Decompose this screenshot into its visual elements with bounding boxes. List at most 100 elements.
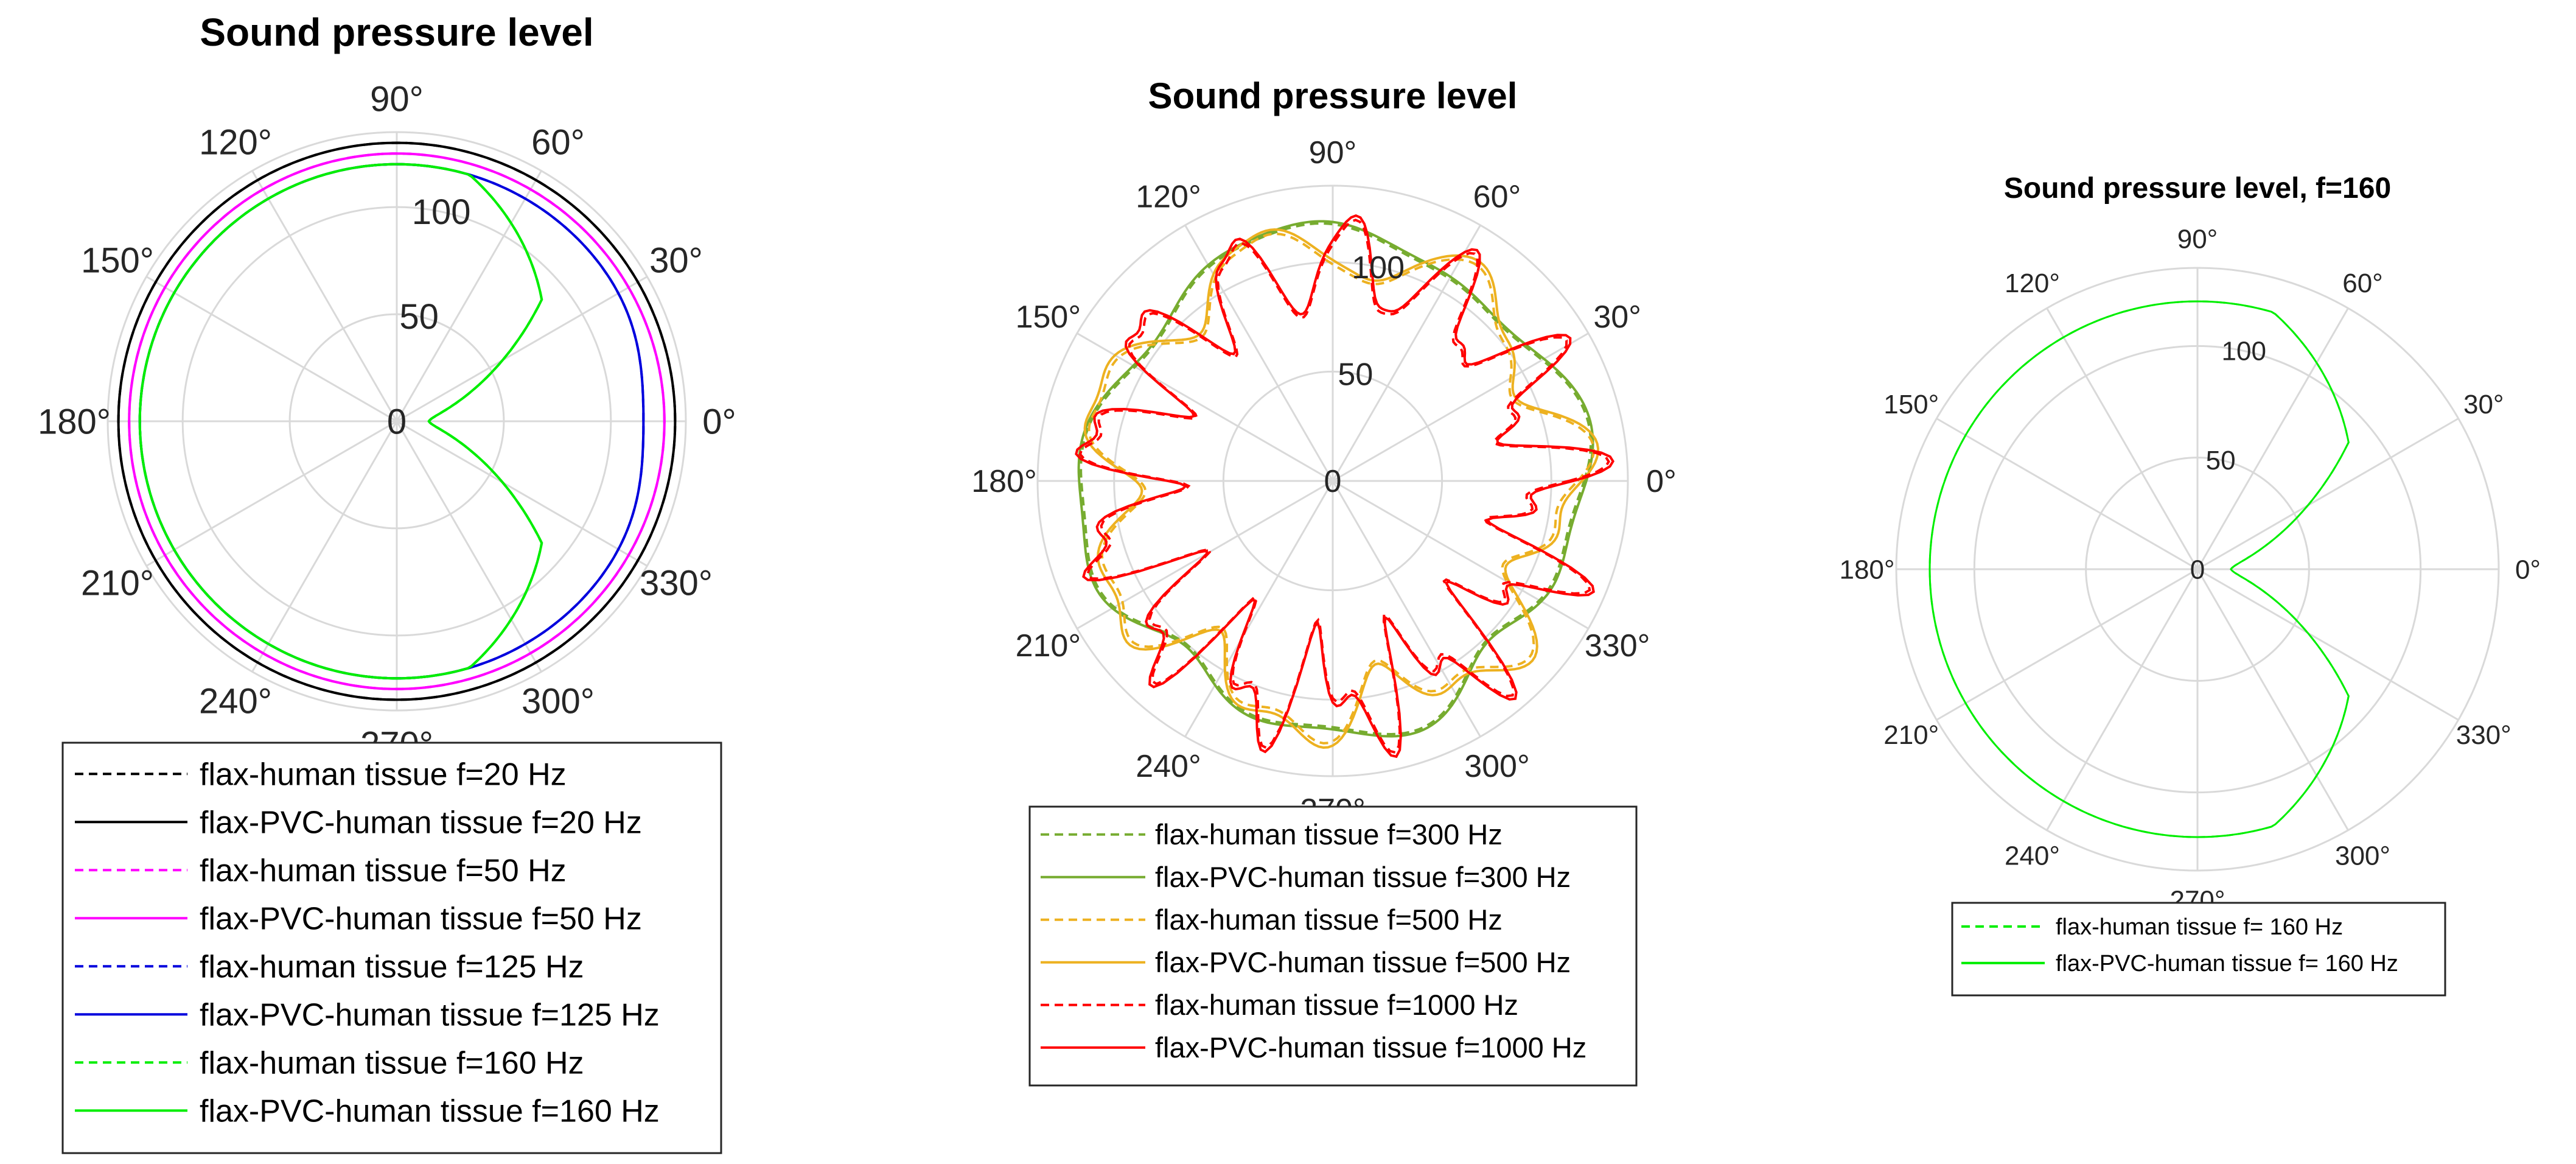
legend-item: flax-human tissue f= 160 Hz: [1961, 914, 2343, 940]
series-line: [1929, 300, 2350, 838]
polar-chart-2: Sound pressure level0501000°30°60°90°120…: [971, 75, 1677, 1087]
grid-spoke: [1332, 225, 1481, 482]
grid-spoke: [396, 421, 542, 673]
r-tick-label: 50: [1338, 357, 1373, 392]
grid-spoke: [396, 420, 648, 567]
grid-spoke: [145, 276, 397, 422]
legend-item: flax-PVC-human tissue f=300 Hz: [1041, 861, 1571, 893]
legend-item: flax-human tissue f=125 Hz: [75, 949, 584, 984]
grid-spoke: [2196, 307, 2349, 570]
grid-spoke: [1936, 418, 2198, 570]
theta-tick-label: 90°: [2177, 224, 2218, 254]
theta-tick-label: 300°: [2335, 841, 2390, 871]
grid-spoke: [1332, 480, 1589, 629]
legend-label: flax-human tissue f=20 Hz: [200, 757, 567, 792]
legend: flax-human tissue f=300 Hz flax-PVC-human…: [1028, 805, 1638, 1087]
series-line: [1077, 220, 1594, 738]
theta-tick-label: 30°: [649, 240, 703, 280]
series-line: [138, 163, 543, 680]
legend-label: flax-human tissue f=125 Hz: [200, 949, 584, 984]
theta-tick-label: 240°: [199, 681, 272, 721]
grid-spoke: [251, 170, 398, 422]
theta-tick-label: 210°: [81, 563, 154, 603]
legend-item: flax-PVC-human tissue f=50 Hz: [75, 901, 642, 936]
grid-spoke: [145, 420, 397, 567]
theta-tick-label: 30°: [2463, 390, 2504, 419]
theta-tick-label: 240°: [2005, 841, 2060, 871]
polar-grid: [1895, 267, 2500, 872]
legend-label: flax-PVC-human tissue f=125 Hz: [200, 997, 660, 1033]
legend-item: flax-PVC-human tissue f=1000 Hz: [1041, 1031, 1586, 1064]
theta-tick-label: 0°: [702, 402, 736, 441]
r-tick-label: 100: [1352, 250, 1405, 286]
legend-label: flax-PVC-human tissue f=160 Hz: [200, 1093, 660, 1129]
theta-tick-label: 330°: [640, 563, 713, 603]
legend-box: [1028, 805, 1638, 1087]
legend-label: flax-PVC-human tissue f=50 Hz: [200, 901, 642, 936]
legend-box: [1951, 902, 2446, 997]
legend-label: flax-PVC-human tissue f= 160 Hz: [2056, 951, 2398, 976]
legend-label: flax-human tissue f=160 Hz: [200, 1045, 584, 1081]
theta-tick-label: 180°: [1839, 555, 1894, 584]
series-line: [1075, 214, 1614, 759]
chart-title: Sound pressure level: [200, 10, 593, 54]
r-tick-label: 0: [387, 402, 407, 441]
legend-item: flax-PVC-human tissue f=160 Hz: [75, 1093, 660, 1129]
r-tick-label: 50: [2206, 446, 2236, 475]
legend-label: flax-PVC-human tissue f=20 Hz: [200, 805, 642, 840]
series-line: [117, 141, 677, 701]
legend-label: flax-PVC-human tissue f=300 Hz: [1155, 861, 1571, 893]
theta-tick-label: 90°: [370, 79, 424, 119]
r-tick-label: 0: [1324, 464, 1342, 499]
theta-tick-label: 120°: [199, 122, 272, 162]
r-tick-label: 100: [412, 192, 471, 232]
legend-item: flax-PVC-human tissue f= 160 Hz: [1961, 951, 2398, 976]
legend-item: flax-human tissue f=50 Hz: [75, 853, 567, 888]
theta-tick-label: 60°: [1473, 180, 1521, 215]
theta-tick-label: 180°: [971, 464, 1037, 499]
legend-label: flax-human tissue f= 160 Hz: [2056, 914, 2343, 940]
chart-title: Sound pressure level: [1148, 75, 1518, 116]
theta-tick-label: 30°: [1593, 300, 1641, 335]
grid-spoke: [1077, 332, 1333, 482]
legend-item: flax-human tissue f=500 Hz: [1041, 903, 1503, 936]
polar-chart-1: Sound pressure level0501000°30°60°90°120…: [38, 10, 736, 1154]
polar-chart-3: Sound pressure level, f=1600501000°30°60…: [1839, 172, 2541, 997]
grid-spoke: [2196, 569, 2349, 831]
grid-spoke: [2046, 307, 2199, 570]
grid-spoke: [396, 276, 648, 422]
legend-label: flax-human tissue f=50 Hz: [200, 853, 567, 888]
legend-label: flax-human tissue f=300 Hz: [1155, 818, 1503, 850]
legend-label: flax-PVC-human tissue f=1000 Hz: [1155, 1031, 1586, 1064]
theta-tick-label: 120°: [1136, 180, 1201, 215]
series-line: [128, 152, 666, 690]
legend-label: flax-human tissue f=1000 Hz: [1155, 989, 1518, 1021]
legend-box: [61, 742, 722, 1154]
legend-item: flax-PVC-human tissue f=125 Hz: [75, 997, 660, 1033]
theta-tick-label: 60°: [531, 122, 585, 162]
polar-grid: [106, 131, 687, 712]
theta-tick-label: 330°: [1585, 628, 1650, 664]
theta-tick-label: 150°: [81, 240, 154, 280]
grid-spoke: [2197, 568, 2459, 721]
theta-tick-label: 60°: [2342, 268, 2383, 298]
legend-item: flax-human tissue f=20 Hz: [75, 757, 567, 792]
theta-tick-label: 0°: [1646, 464, 1677, 499]
chart-title: Sound pressure level, f=160: [2004, 172, 2391, 205]
grid-spoke: [396, 170, 542, 422]
series-line: [1083, 228, 1600, 749]
theta-tick-label: 210°: [1883, 720, 1939, 750]
legend-item: flax-human tissue f=300 Hz: [1041, 818, 1503, 850]
grid-spoke: [1936, 568, 2198, 721]
grid-spoke: [1184, 480, 1334, 737]
theta-tick-label: 210°: [1016, 628, 1081, 664]
theta-tick-label: 180°: [38, 402, 111, 441]
grid-spoke: [2197, 418, 2459, 570]
legend: flax-human tissue f= 160 Hz flax-PVC-huma…: [1951, 902, 2446, 997]
legend-item: flax-PVC-human tissue f=20 Hz: [75, 805, 642, 840]
theta-tick-label: 300°: [522, 681, 595, 721]
series-line: [1078, 219, 1610, 754]
legend-label: flax-PVC-human tissue f=500 Hz: [1155, 946, 1571, 978]
theta-tick-label: 330°: [2456, 720, 2511, 750]
